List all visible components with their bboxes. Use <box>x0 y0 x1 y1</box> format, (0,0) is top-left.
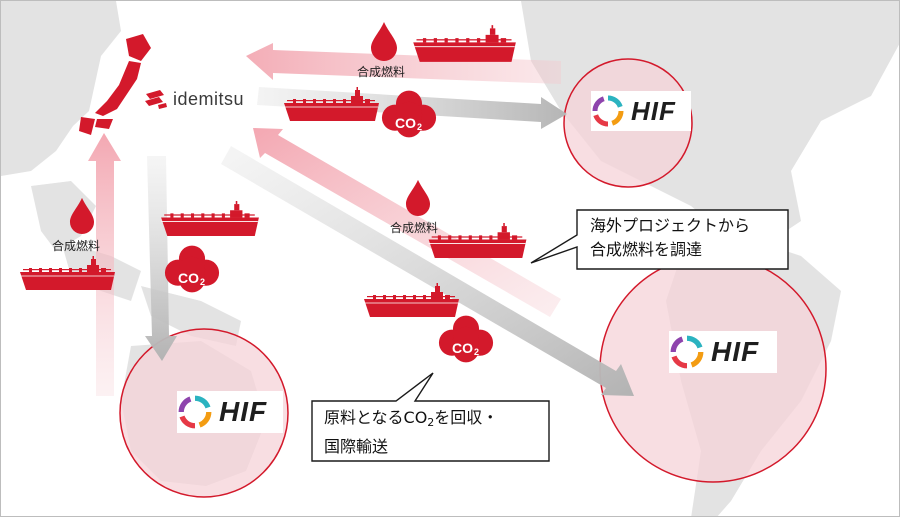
idemitsu-wordmark: idemitsu <box>173 89 245 109</box>
arrow-fuel-to-japan-australia <box>88 133 121 396</box>
hif-logo-south-america: HIF <box>669 331 777 373</box>
hif-logo-north-america: HIF <box>591 91 691 131</box>
hif-logo-icon <box>670 335 704 369</box>
hif-wordmark: HIF <box>219 396 268 427</box>
callout-collect-line1: 原料となるCO2を回収・ <box>324 408 499 429</box>
fuel-drop-icon <box>371 22 397 61</box>
fuel-drop-icon <box>405 179 431 216</box>
arrow-co2-to-south-america <box>221 146 634 396</box>
tanker-ship-icon <box>428 223 527 258</box>
tanker-ship-icon <box>412 25 517 62</box>
arrow-fuel-to-japan-south-america <box>253 128 561 317</box>
hif-logo-icon <box>592 95 624 127</box>
hif-wordmark: HIF <box>711 336 760 367</box>
arrow-fuel-to-japan-north-america <box>246 43 561 84</box>
idemitsu-logo: idemitsu <box>144 89 244 110</box>
callout-box-collect <box>311 372 550 462</box>
tanker-ship-icon <box>160 201 260 236</box>
callout-collect-line2: 国際輸送 <box>324 437 389 456</box>
co2-label: CO2 <box>452 340 480 357</box>
callout-text-collect: 原料となるCO2を回収・ 国際輸送 <box>324 406 498 459</box>
co2-label: CO2 <box>395 115 423 132</box>
arrow-co2-to-australia <box>145 156 177 361</box>
fuel-label-west: 合成燃料 <box>52 239 101 253</box>
japan-map <box>79 34 151 135</box>
callout-box-procure <box>530 209 789 270</box>
callout-text-procure: 海外プロジェクトから 合成燃料を調達 <box>590 214 750 262</box>
hif-wordmark: HIF <box>631 95 676 126</box>
callout-procure-line2: 合成燃料を調達 <box>590 240 703 259</box>
fuel-label-pacific-south: 合成燃料 <box>390 221 439 235</box>
fuel-label-pacific-north: 合成燃料 <box>357 65 406 79</box>
hif-logo-australia: HIF <box>177 391 283 433</box>
land-asia <box>1 1 121 176</box>
idemitsu-logo-icon <box>145 89 167 109</box>
hif-logo-icon <box>178 395 212 429</box>
callout-procure-line1: 海外プロジェクトから <box>590 216 751 235</box>
co2-label: CO2 <box>178 270 206 287</box>
